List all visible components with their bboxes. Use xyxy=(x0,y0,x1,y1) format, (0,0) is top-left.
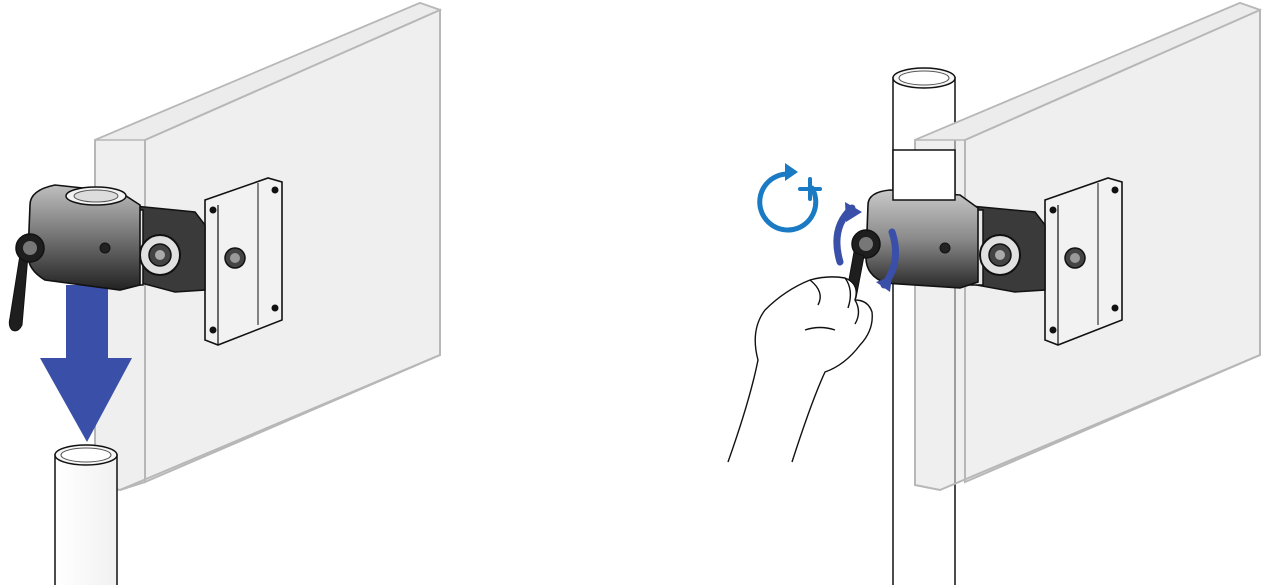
vesa-plate xyxy=(204,177,283,346)
hand-icon xyxy=(727,276,873,463)
vesa-plate xyxy=(1044,177,1123,346)
pole-clamp xyxy=(27,184,141,291)
down-arrow-icon xyxy=(40,285,132,442)
step-2-illustration xyxy=(727,1,1263,585)
clamp-lever xyxy=(8,233,45,332)
step-1-illustration xyxy=(8,1,443,585)
rotate-clockwise-plus-icon xyxy=(757,163,822,233)
step-1-attach-clamp-panel xyxy=(8,1,443,585)
curved-rotate-arrows-icon xyxy=(833,202,900,292)
pole xyxy=(54,444,118,585)
step-2-tighten-panel xyxy=(640,0,1270,585)
